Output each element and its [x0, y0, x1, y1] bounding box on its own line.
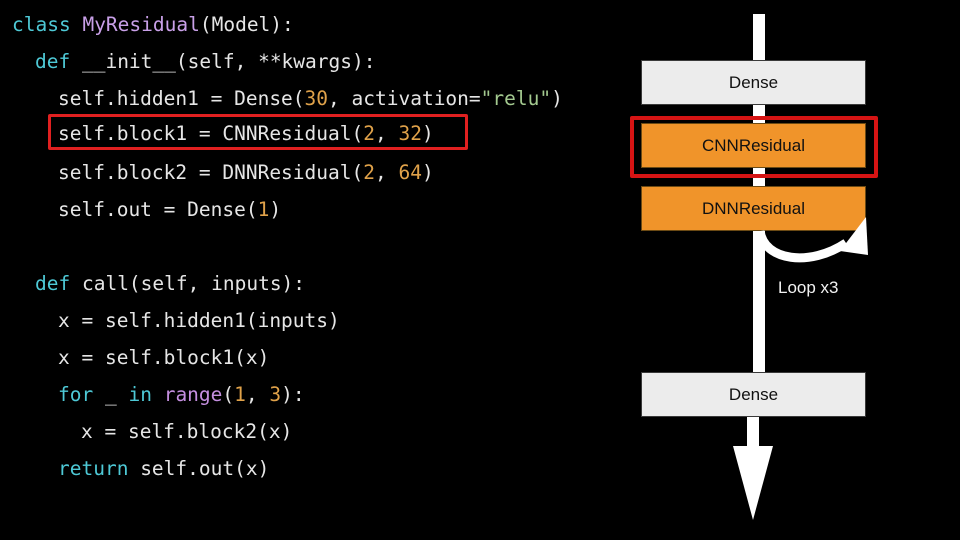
code-line: self.out = Dense(1): [58, 191, 281, 228]
code-token-keyword: return: [58, 457, 129, 480]
output-arrow-icon: [733, 408, 773, 520]
code-line: def call(self, inputs):: [35, 265, 305, 302]
loop-label: Loop x3: [778, 278, 839, 297]
node-label: DNNResidual: [702, 198, 805, 218]
code-token-plain: __init__(self, **kwargs):: [70, 50, 376, 73]
code-token-plain: ): [421, 122, 434, 145]
code-line: for _ in range(1, 3):: [58, 376, 305, 413]
code-token-plain: (Model):: [199, 13, 294, 36]
code-token-plain: ): [269, 198, 282, 221]
code-token-plain: ): [421, 161, 434, 184]
node-label: CNNResidual: [702, 135, 805, 155]
code-line: self.hidden1 = Dense(30, activation="rel…: [58, 80, 563, 117]
code-line: class MyResidual(Model):: [12, 6, 294, 43]
code-token-number: 2: [363, 161, 375, 184]
code-token-number: 1: [257, 198, 270, 221]
code-token-number: 64: [398, 161, 422, 184]
code-token-plain: _: [93, 383, 129, 406]
code-token-string: "relu": [480, 87, 552, 110]
code-line: self.block2 = DNNResidual(2, 64): [58, 154, 434, 191]
code-token-plain: ,: [375, 122, 399, 145]
code-line: return self.out(x): [58, 450, 269, 487]
code-line: x = self.block1(x): [58, 339, 269, 376]
code-token-keyword: def: [35, 272, 71, 295]
code-block: class MyResidual(Model): def __init__(se…: [12, 6, 563, 487]
code-line-highlighted: self.block1 = CNNResidual(2, 32): [58, 115, 434, 152]
code-token-plain: [152, 383, 164, 406]
code-token-keyword: in: [128, 383, 152, 406]
code-token-plain: self.out = Dense(: [58, 198, 258, 221]
code-token-plain: ):: [281, 383, 305, 406]
code-token-number: 2: [363, 122, 375, 145]
code-token-number: 3: [269, 383, 282, 406]
code-token-number: 1: [234, 383, 246, 406]
code-token-number: 30: [304, 87, 329, 110]
code-token-plain: self.out(x): [128, 457, 270, 480]
architecture-diagram: Dense CNNResidual DNNResidual Dense Loop…: [620, 0, 960, 540]
code-token-plain: , activation=: [328, 87, 481, 110]
code-token-plain: x = self.block2(x): [81, 420, 293, 443]
flow-line-segment: [753, 14, 765, 72]
code-token-function: range: [163, 383, 223, 406]
code-token-plain: x = self.block1(x): [58, 346, 270, 369]
diagram-node-cnnresidual[interactable]: CNNResidual: [641, 123, 866, 168]
code-token-plain: self.hidden1 = Dense(: [58, 87, 305, 110]
diagram-highlight-box: [630, 116, 878, 178]
code-token-plain: ,: [375, 161, 399, 184]
diagram-node-dnnresidual[interactable]: DNNResidual: [641, 186, 866, 231]
node-label: Dense: [728, 72, 779, 92]
code-token-plain: call(self, inputs):: [70, 272, 306, 295]
code-token-plain: ,: [245, 383, 270, 406]
code-token-plain: ): [551, 87, 563, 110]
code-line: def __init__(self, **kwargs):: [35, 43, 375, 80]
diagram-node-dense-top[interactable]: Dense: [641, 60, 866, 105]
node-label: Dense: [728, 384, 779, 404]
code-token-plain: [71, 13, 83, 36]
code-token-number: 32: [398, 122, 422, 145]
flow-line-segment: [753, 100, 765, 128]
loop-arrow-icon: [755, 217, 868, 263]
code-token-plain: x = self.hidden1(inputs): [58, 309, 340, 332]
code-token-keyword: class: [12, 13, 71, 36]
diagram-node-dense-bottom[interactable]: Dense: [641, 372, 866, 417]
flow-line-segment: [753, 226, 765, 373]
code-token-class-name: MyResidual: [82, 13, 200, 36]
code-token-plain: self.block2 = DNNResidual(: [58, 161, 364, 184]
code-token-keyword: for: [58, 383, 94, 406]
code-line: x = self.hidden1(inputs): [58, 302, 340, 339]
code-line: x = self.block2(x): [81, 413, 292, 450]
code-token-plain: self.block1 = CNNResidual(: [58, 122, 364, 145]
code-highlight-box: [48, 114, 468, 150]
code-token-plain: (: [222, 383, 235, 406]
code-token-keyword: def: [35, 50, 71, 73]
